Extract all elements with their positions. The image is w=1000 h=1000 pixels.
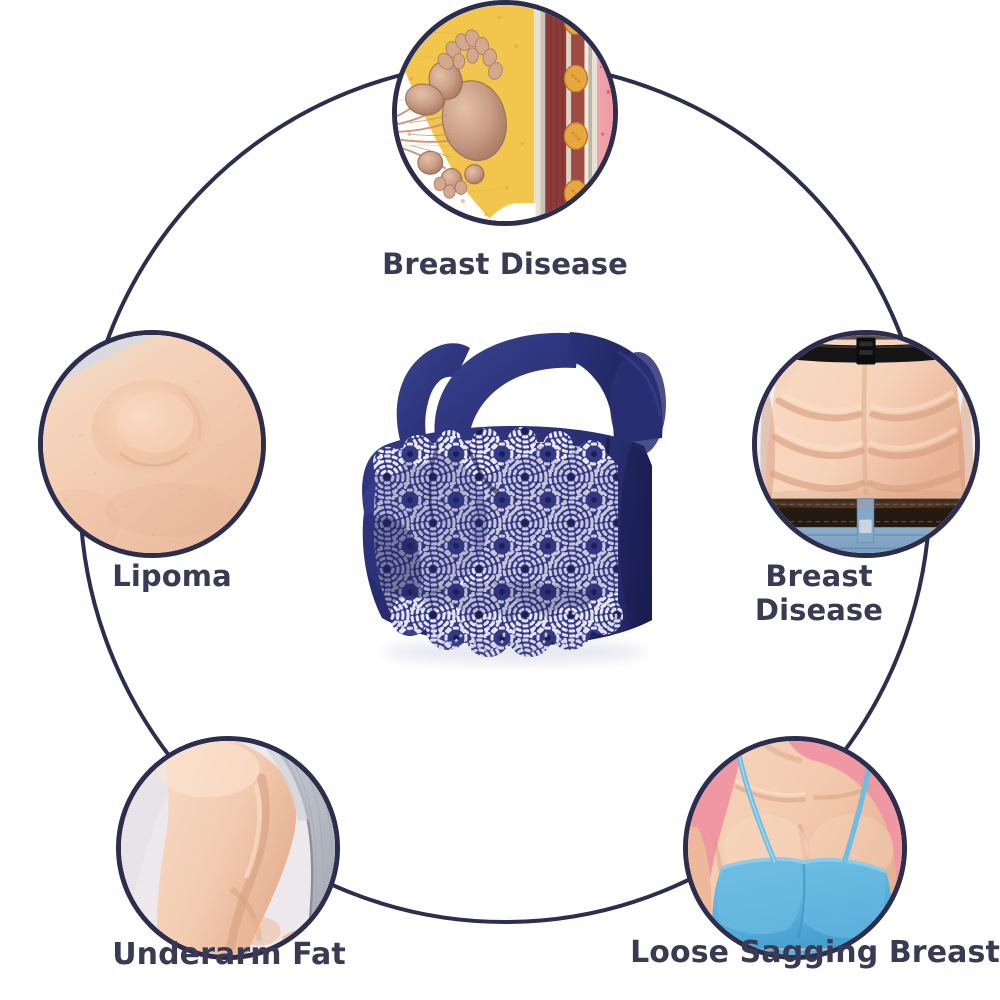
node-circle-right[interactable] (752, 330, 980, 558)
sagging-breast-illustration (688, 741, 902, 955)
breast-anatomy-illustration (397, 5, 613, 221)
node-circle-bottom-right[interactable] (683, 736, 907, 960)
product-image-bra[interactable] (318, 316, 710, 708)
node-label-right: Breast Disease (754, 559, 884, 627)
node-label-bottom-left: Underarm Fat (112, 937, 346, 972)
lipoma-skin-illustration (43, 335, 261, 553)
node-label-bottom-right: Loose Sagging Breast (630, 935, 1000, 970)
node-label-top: Breast Disease (382, 247, 628, 281)
node-circle-bottom-left[interactable] (116, 736, 340, 960)
underarm-fat-illustration (121, 741, 335, 955)
node-label-left: Lipoma (112, 559, 232, 593)
node-circle-top[interactable] (392, 0, 618, 226)
back-fat-illustration (757, 335, 975, 553)
node-circle-left[interactable] (38, 330, 266, 558)
